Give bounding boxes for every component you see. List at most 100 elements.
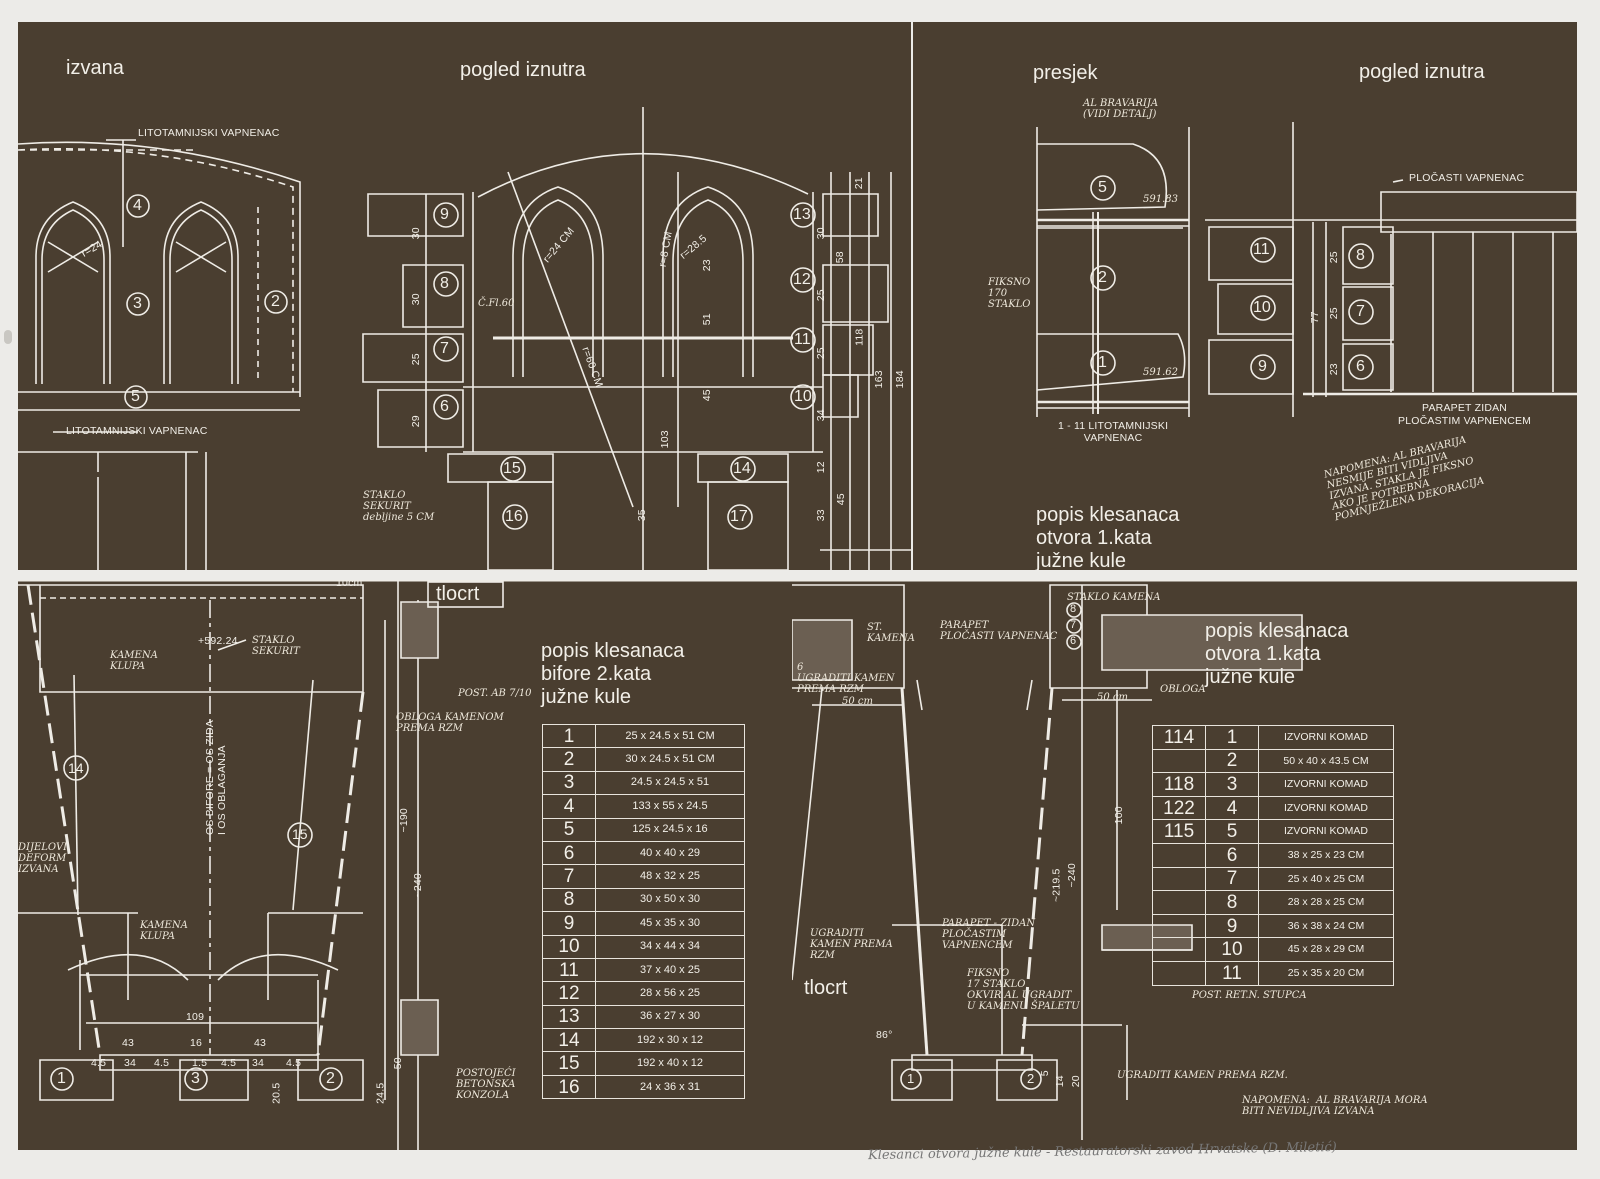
dimension: 12 [814, 461, 827, 474]
cell-dimensions: 28 x 56 x 25 [595, 981, 745, 1006]
stone-number: 1 [907, 1071, 915, 1086]
dimension: 25 [1327, 251, 1340, 264]
dimension: 43 [254, 1037, 267, 1049]
title-popis-2kata: popis klesanaca bifore 2.kata južne kule [541, 640, 684, 709]
cell-stone-number: 13 [542, 1004, 596, 1030]
cell-stone-number: 3 [542, 770, 596, 796]
cell-dimensions: 45 x 35 x 30 [595, 911, 745, 936]
dimension: 51 [700, 313, 713, 326]
dimension: 23 [1327, 363, 1340, 376]
note-elevation-2: 591.62 [1143, 367, 1178, 378]
cell-dimensions: 40 x 40 x 29 [595, 840, 745, 866]
dimension: 34 [814, 409, 827, 422]
cell-dimensions: 24 x 36 x 31 [595, 1074, 745, 1100]
dimension: 30 [409, 227, 422, 240]
cell-dimensions: 36 x 27 x 30 [595, 1004, 745, 1030]
stone-number: 17 [730, 508, 748, 525]
dimension: 45 [700, 389, 713, 402]
cell-dimensions: 34 x 44 x 34 [595, 934, 745, 959]
label-tlocrt: tlocrt [804, 977, 848, 999]
dimension: 34 [124, 1057, 137, 1069]
stone-number: 10 [1253, 299, 1271, 316]
note-plocasti: PLOČASTI VAPNENAC [1409, 172, 1525, 184]
stone-number: 11 [794, 331, 811, 348]
cell-stone-number: 12 [542, 981, 596, 1006]
dimension: 30 [814, 227, 827, 240]
label-tlocrt: tlocrt [436, 583, 480, 605]
stone-number: 8 [1356, 247, 1365, 264]
note-cf: Č.Fl.60 [478, 298, 515, 309]
cell-stone-number: 1 [1205, 725, 1259, 750]
cell-dimensions: IZVORNI KOMAD [1258, 772, 1394, 797]
note-staklo-sekurit: STAKLO SEKURIT [252, 635, 300, 657]
cell-stone-number: 6 [1205, 842, 1259, 868]
dimension: 16 [190, 1037, 203, 1049]
cell-stone-number: 8 [542, 887, 596, 913]
cell-dimensions: 25 x 24.5 x 51 CM [595, 723, 745, 749]
dimension: 25 [814, 289, 827, 302]
note-fiksno-staklo: FIKSNO 170 STAKLO [988, 277, 1031, 310]
cell-stone-number: 7 [1205, 866, 1259, 892]
dimension: 184 [893, 370, 906, 389]
cell-stone-number: 8 [1205, 890, 1259, 915]
stone-number: 5 [1098, 179, 1107, 196]
dimension: ~240 [1065, 863, 1078, 888]
drawing-panel-plan-2kata: tlocrt popis klesanaca bifore 2.kata juž… [18, 580, 792, 1150]
stone-number: 7 [1070, 619, 1077, 631]
stone-number: 11 [1253, 241, 1270, 258]
title-line: popis klesanaca [541, 640, 685, 662]
cell-original-ref: 122 [1152, 795, 1206, 821]
dimension: ~240 [411, 873, 424, 898]
dimension: 29 [409, 415, 422, 428]
stone-number: 13 [793, 206, 811, 223]
cell-original-ref: 114 [1152, 725, 1206, 750]
cell-stone-number: 10 [1205, 937, 1259, 962]
note-litotamnijski-top: LITOTAMNIJSKI VAPNENAC [138, 127, 280, 139]
stone-number: 2 [271, 293, 280, 310]
dimension: 21 [852, 177, 865, 190]
note-obloga: OBLOGA [1160, 684, 1206, 695]
dimension: 58 [833, 251, 846, 264]
stone-number: 1 [1098, 354, 1107, 371]
dimension: 33 [814, 509, 827, 522]
title-line: južne kule [1036, 550, 1127, 570]
dimension: 10cm [336, 580, 363, 589]
label-pogled-iznutra: pogled iznutra [1359, 61, 1485, 83]
dimension: 1.5 [192, 1057, 208, 1069]
note-parapet-zidan: PARAPET ZIDAN PLOČASTIM VAPNENCEM [1398, 402, 1532, 427]
note-staklo-sekurit: STAKLO SEKURIT debljine 5 CM [363, 490, 435, 523]
stone-number: 1 [57, 1070, 66, 1087]
cell-original-ref [1152, 866, 1206, 892]
cell-stone-number: 2 [1205, 748, 1259, 774]
note-litotamnijski: 1 - 11 LITOTAMNIJSKI VAPNENAC [1058, 420, 1169, 444]
stone-number: 7 [1356, 303, 1365, 320]
title-line: otvora 1.kata [1205, 643, 1321, 665]
cell-stone-number: 16 [542, 1074, 596, 1100]
cell-dimensions: 37 x 40 x 25 [595, 957, 745, 983]
dimension: 5 [1038, 1070, 1051, 1077]
dimension: 25 [1327, 307, 1340, 320]
cell-dimensions: 48 x 32 x 25 [595, 864, 745, 889]
cell-dimensions: 25 x 40 x 25 CM [1258, 866, 1394, 892]
dimension: 4.5 [221, 1057, 237, 1069]
dimension: 100 [1112, 806, 1125, 825]
title-line: otvora 1.kata [1036, 527, 1152, 549]
cell-dimensions: 192 x 40 x 12 [595, 1051, 745, 1076]
label-izvana: izvana [66, 57, 124, 79]
title-line: popis klesanaca [1036, 504, 1180, 526]
cell-stone-number: 15 [542, 1051, 596, 1076]
dimension: 14 [1053, 1075, 1066, 1088]
stone-number: 4 [133, 197, 142, 214]
title-line: popis klesanaca [1205, 620, 1349, 642]
cell-stone-number: 1 [542, 723, 596, 749]
